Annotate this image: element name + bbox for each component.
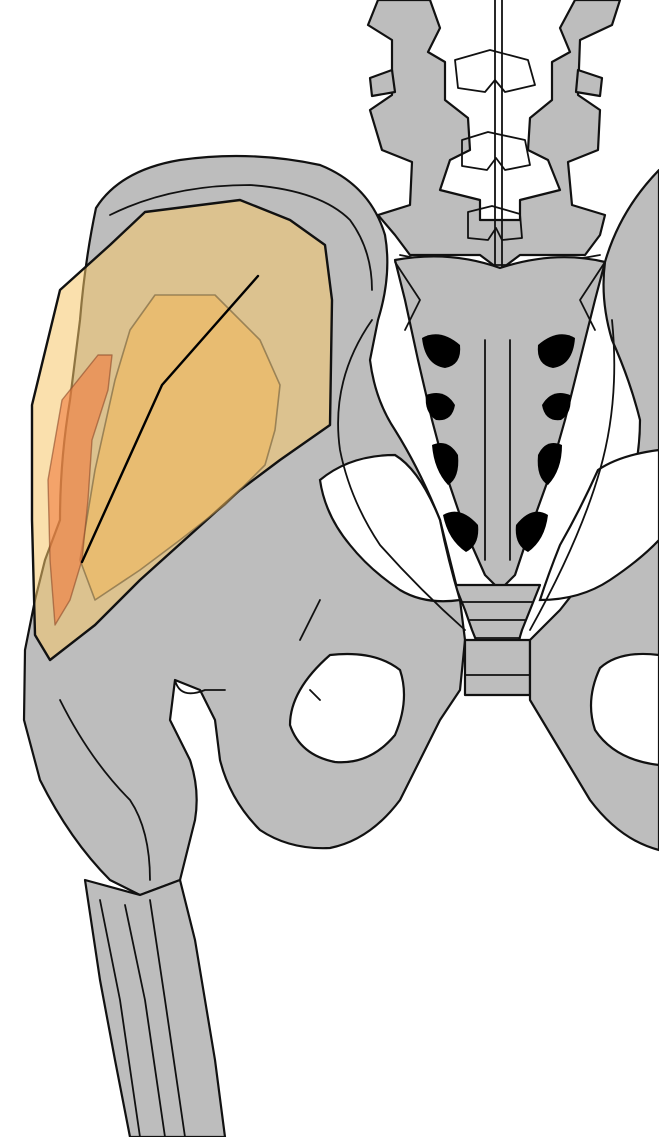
pubic-symphysis xyxy=(465,640,530,695)
transverse-process-l1 xyxy=(370,70,395,96)
transverse-process-r1 xyxy=(576,70,602,96)
femur-shaft xyxy=(85,880,225,1137)
spinous-process-middle xyxy=(462,132,530,170)
